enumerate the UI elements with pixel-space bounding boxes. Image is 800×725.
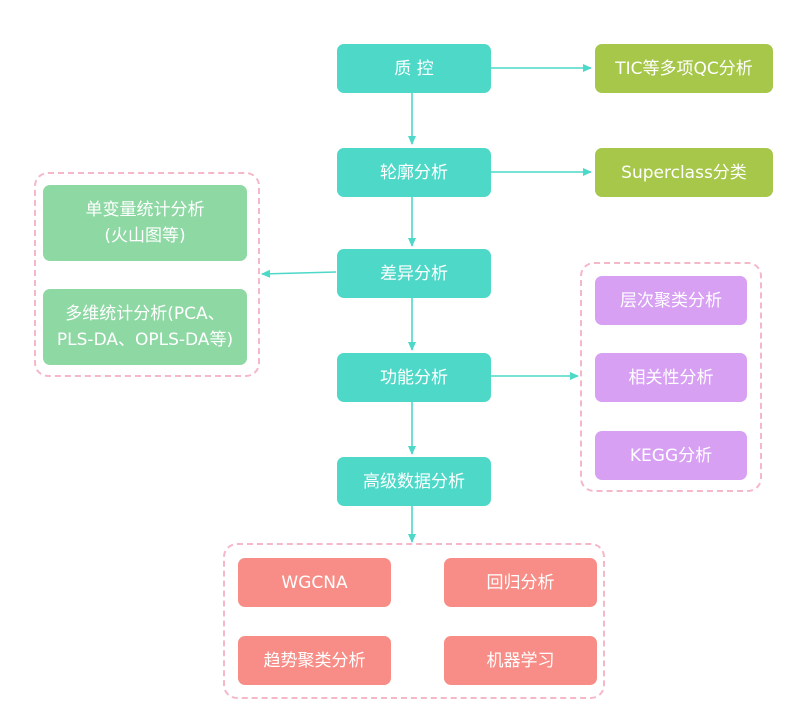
node-multivariate-stats: 多维统计分析(PCA、 PLS-DA、OPLS-DA等) [43, 289, 247, 365]
node-advanced-analysis: 高级数据分析 [337, 457, 491, 506]
node-superclass: Superclass分类 [595, 148, 773, 197]
node-qc-detail: TIC等多项QC分析 [595, 44, 773, 93]
node-wgcna: WGCNA [238, 558, 391, 607]
univariate-line-1: 单变量统计分析 [85, 200, 205, 220]
stats-group [34, 172, 260, 377]
node-profile-analysis: 轮廓分析 [337, 148, 491, 197]
node-correlation-analysis: 相关性分析 [595, 353, 747, 402]
function-group [580, 262, 762, 492]
arrow-diff-to-stats [261, 269, 337, 278]
node-qc: 质 控 [337, 44, 491, 93]
node-kegg-analysis: KEGG分析 [595, 431, 747, 480]
node-regression-analysis: 回归分析 [444, 558, 597, 607]
node-machine-learning: 机器学习 [444, 636, 597, 685]
multivariate-line-2: PLS-DA、OPLS-DA等) [56, 330, 234, 350]
univariate-line-2: (火山图等) [104, 226, 186, 246]
advanced-group [223, 543, 605, 699]
node-univariate-stats: 单变量统计分析 (火山图等) [43, 185, 247, 261]
node-trend-clustering: 趋势聚类分析 [238, 636, 391, 685]
multivariate-line-1: 多维统计分析(PCA、 [65, 304, 225, 324]
node-function-analysis: 功能分析 [337, 353, 491, 402]
node-hierarchical-clustering: 层次聚类分析 [595, 276, 747, 325]
node-differential-analysis: 差异分析 [337, 249, 491, 298]
